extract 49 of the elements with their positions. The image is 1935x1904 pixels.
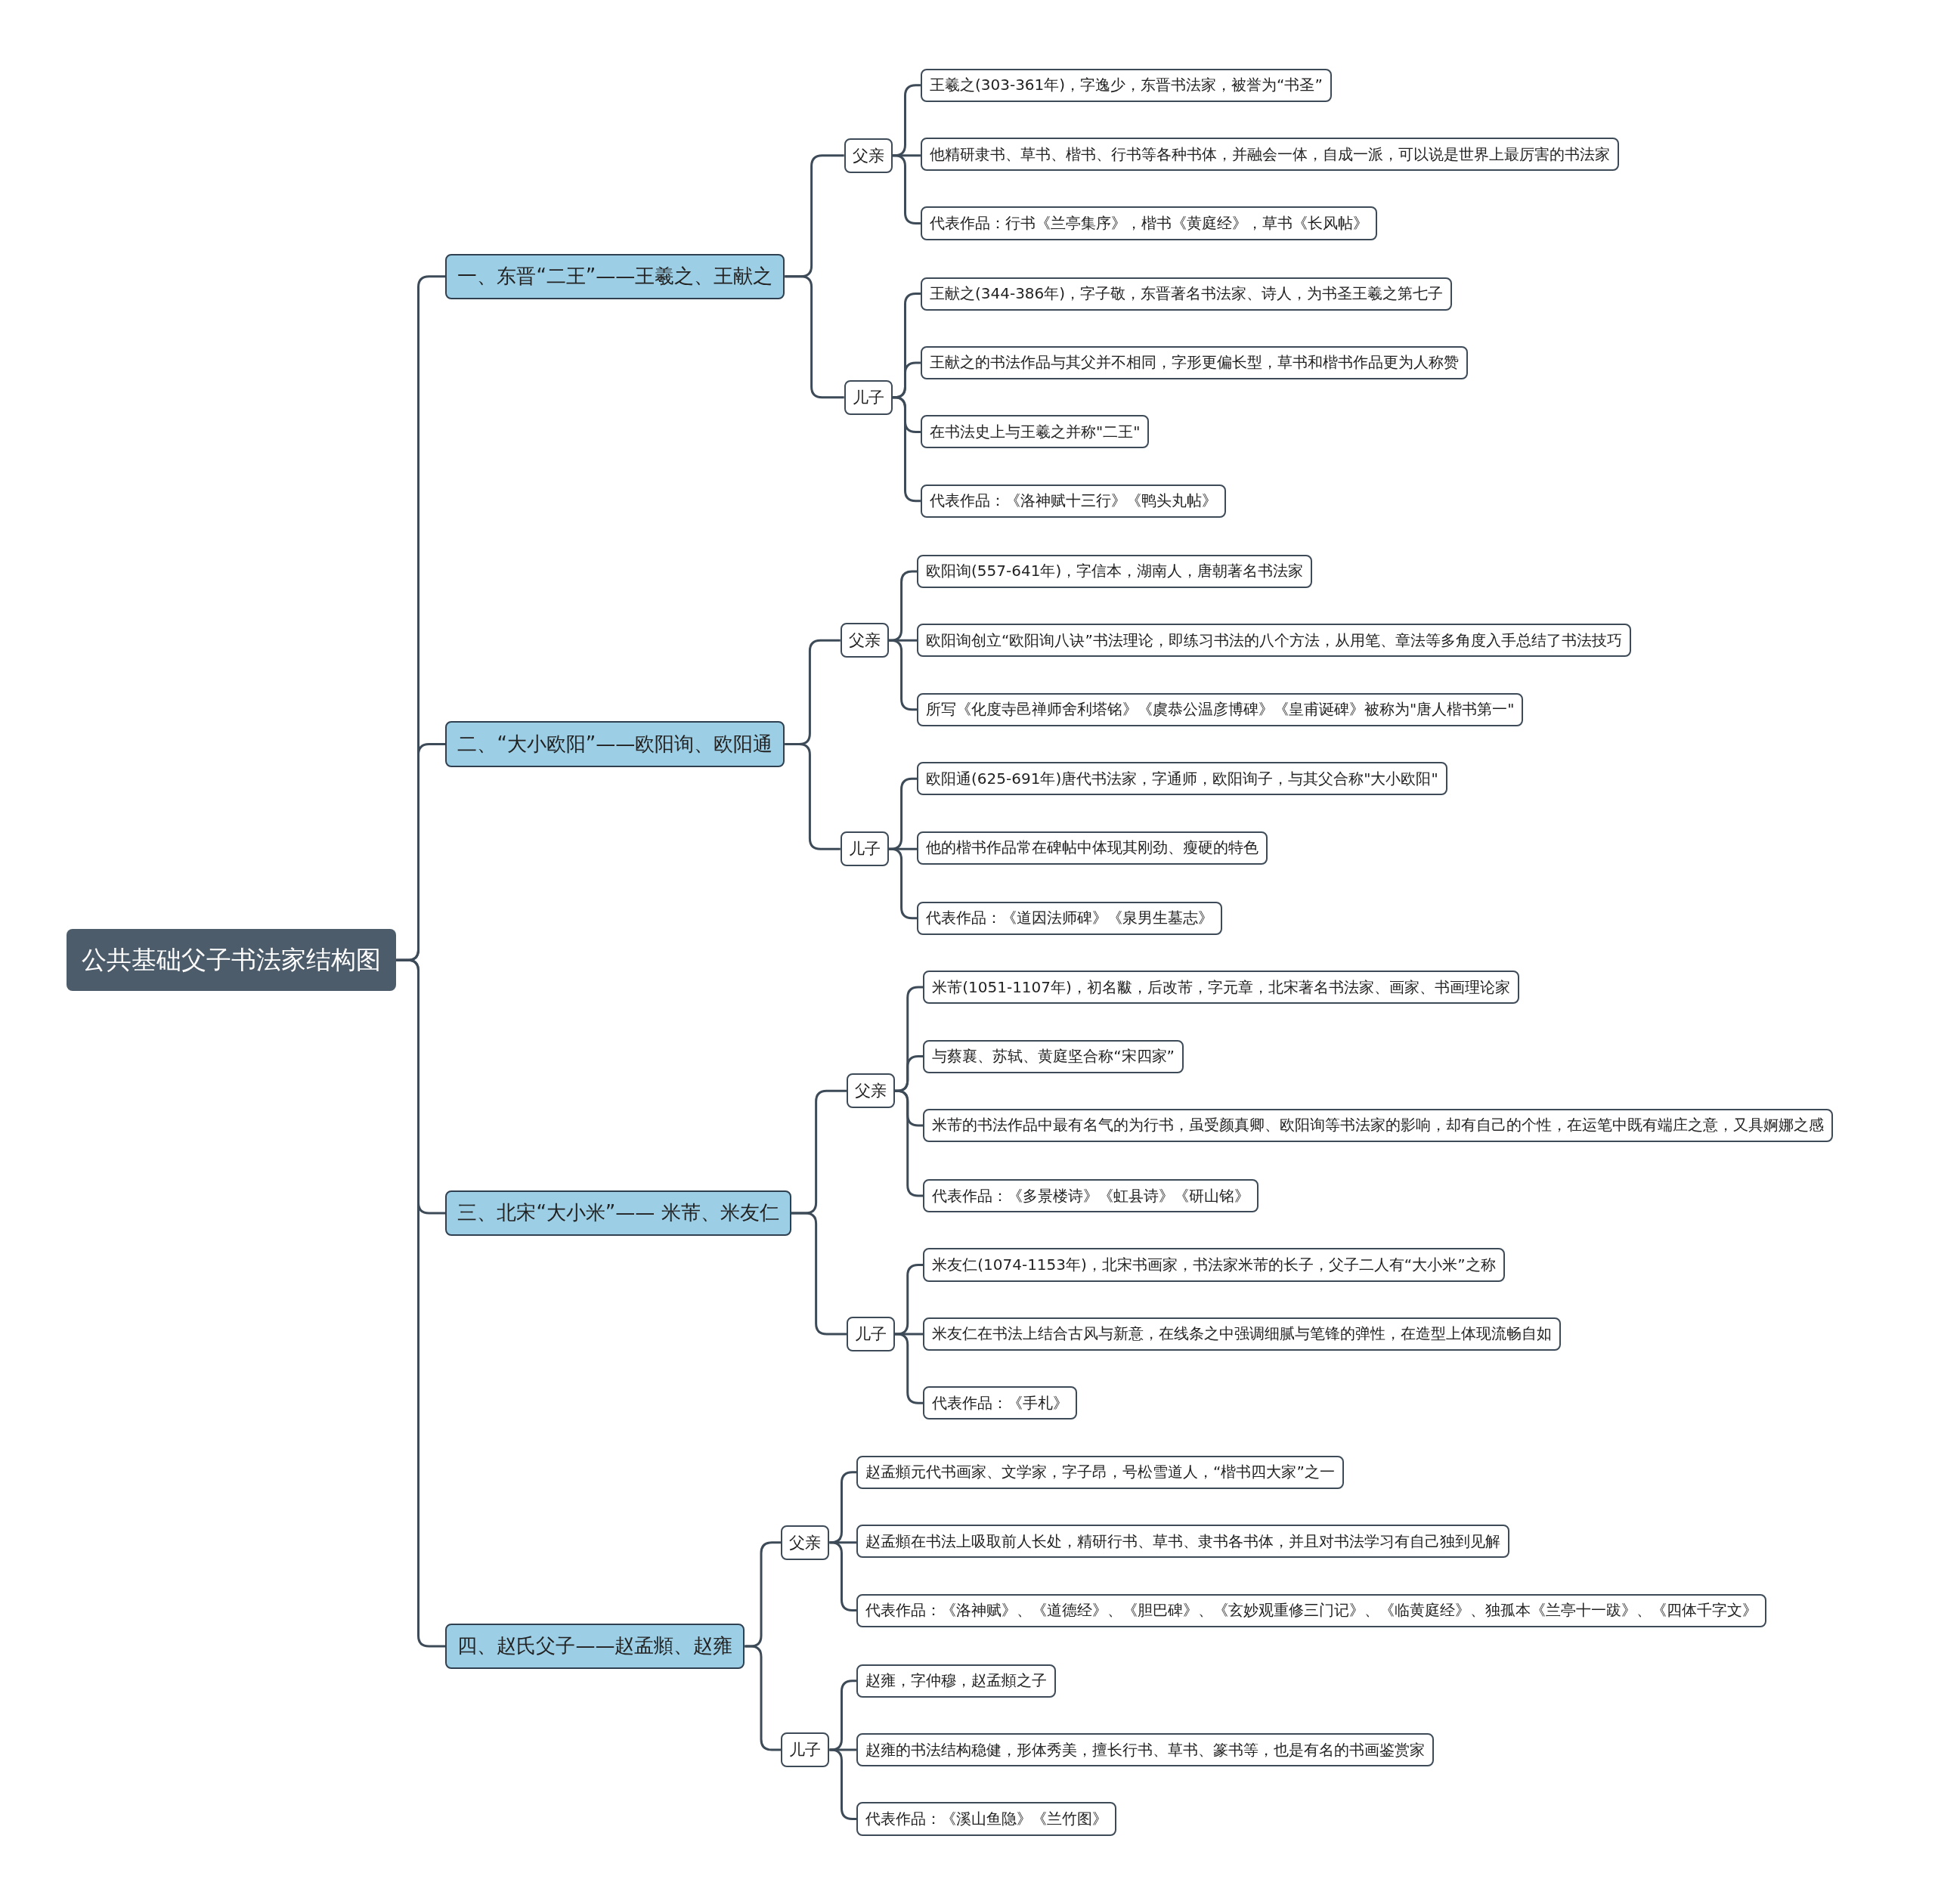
subtopic-box: 儿子 <box>847 1317 895 1351</box>
detail-box: 所写《化度寺邑禅师舍利塔铭》《虞恭公温彦博碑》《皇甫诞碑》被称为"唐人楷书第一" <box>917 692 1524 726</box>
detail-box: 代表作品：《道因法师碑》《泉男生墓志》 <box>917 901 1223 935</box>
subtopic-box: 儿子 <box>840 831 889 867</box>
detail-box: 在书法史上与王羲之并称"二王" <box>920 415 1150 449</box>
detail-box: 代表作品：《溪山鱼隐》《兰竹图》 <box>856 1802 1117 1836</box>
detail-box: 米芾的书法作品中最有名气的为行书，虽受颜真卿、欧阳询等书法家的影响，却有自己的个性，在运笔中既有端庄之意，又具婀娜之感 <box>923 1108 1834 1142</box>
detail-box: 米芾(1051-1107年)，初名黻，后改芾，字元章，北宋著名书法家、画家、书画理论家 <box>923 971 1519 1005</box>
subtopic-box: 儿子 <box>781 1732 830 1767</box>
detail-box: 代表作品：行书《兰亭集序》，楷书《黄庭经》，草书《长风帖》 <box>920 206 1377 240</box>
topic-box: 一、东晋“二王”——王羲之、王献之 <box>445 253 785 299</box>
detail-box: 赵雍的书法结构稳健，形体秀美，擅长行书、草书、篆书等，也是有名的书画鉴赏家 <box>856 1733 1435 1767</box>
detail-box: 欧阳通(625-691年)唐代书法家，字通师，欧阳询子，与其父合称"大小欧阳" <box>917 762 1447 796</box>
subtopic-box: 父亲 <box>840 623 889 658</box>
connector-line <box>892 154 921 224</box>
subtopic-box: 父亲 <box>847 1073 895 1109</box>
root-topic-box: 公共基础父子书法家结构图 <box>67 929 397 991</box>
connector-line <box>791 1212 847 1336</box>
detail-box: 代表作品：《手札》 <box>923 1386 1078 1420</box>
connector-line <box>888 847 918 920</box>
detail-box: 赵孟頫元代书画家、文学家，字子昂，号松雪道人，“楷书四大家”之一 <box>856 1455 1344 1489</box>
detail-box: 他的楷书作品常在碑帖中体现其刚劲、瘦硬的特色 <box>917 831 1268 865</box>
detail-box: 欧阳询创立“欧阳询八诀”书法理论，即练习书法的八个方法，从用笔、章法等多角度入手总结了书法技巧 <box>917 624 1631 658</box>
detail-box: 王献之的书法作品与其父并不相同，字形更偏长型，草书和楷书作品更为人称赞 <box>920 345 1468 380</box>
connector-line <box>895 1089 924 1197</box>
detail-box: 代表作品：《洛神赋》、《道德经》、《胆巴碑》、《玄妙观重修三门记》、《临黄庭经》、独孤本《兰亭十一跋》、《四体千字文》 <box>856 1593 1767 1627</box>
subtopic-box: 父亲 <box>844 138 893 173</box>
detail-box: 米友仁在书法上结合古风与新意，在线条之中强调细腻与笔锋的弹性，在造型上体现流畅自如 <box>923 1317 1562 1351</box>
detail-box: 米友仁(1074-1153年)，北宋书画家，书法家米芾的长子，父子二人有“大小米”之称 <box>923 1248 1505 1282</box>
connector-line <box>888 639 918 711</box>
connector-line <box>892 396 921 503</box>
topic-box: 四、赵氏父子——赵孟頫、赵雍 <box>445 1623 745 1670</box>
connector-line <box>895 1333 924 1404</box>
detail-box: 他精研隶书、草书、楷书、行书等各种书体，并融会一体，自成一派，可以说是世界上最厉害的书法家 <box>920 138 1619 172</box>
connector-line <box>745 1645 782 1751</box>
connector-line <box>785 743 841 850</box>
topic-box: 二、“大小欧阳”——欧阳询、欧阳通 <box>445 721 785 767</box>
subtopic-box: 儿子 <box>844 379 893 415</box>
subtopic-box: 父亲 <box>781 1525 830 1560</box>
detail-box: 王献之(344-386年)，字子敬，东晋著名书法家、诗人，为书圣王羲之第七子 <box>920 277 1453 311</box>
topic-box: 三、北宋“大小米”—— 米芾、米友仁 <box>445 1190 791 1237</box>
detail-box: 欧阳询(557-641年)，字信本，湖南人，唐朝著名书法家 <box>917 554 1313 588</box>
detail-box: 王羲之(303-361年)，字逸少，东晋书法家，被誉为“书圣” <box>920 68 1332 102</box>
detail-box: 赵孟頫在书法上吸取前人长处，精研行书、草书、隶书各书体，并且对书法学习有自己独到见解 <box>856 1525 1510 1559</box>
connector-line <box>785 275 844 399</box>
detail-box: 赵雍，字仲穆，赵孟頫之子 <box>856 1664 1057 1698</box>
detail-box: 代表作品：《多景楼诗》《虹县诗》《研山铭》 <box>923 1179 1259 1213</box>
detail-box: 代表作品：《洛神赋十三行》《鸭头丸帖》 <box>920 484 1226 518</box>
detail-box: 与蔡襄、苏轼、黄庭坚合称“宋四家” <box>923 1039 1184 1073</box>
